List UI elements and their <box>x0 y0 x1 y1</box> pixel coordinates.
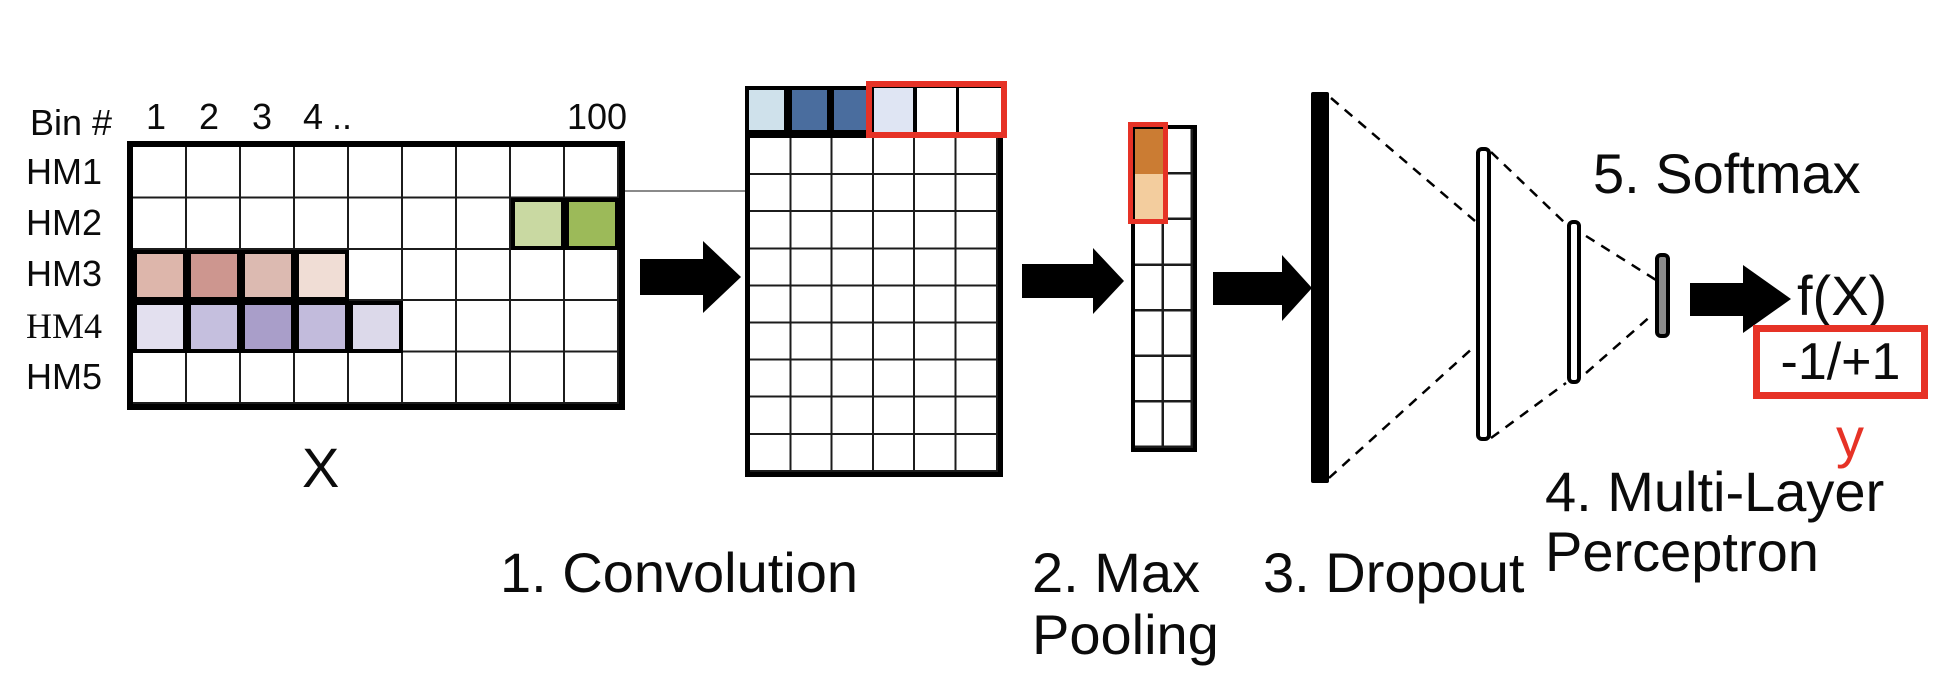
row-label-hm4: HM4 <box>25 306 102 346</box>
input-cell-hm4-2 <box>187 301 241 353</box>
input-cell-hm4-5 <box>349 301 403 353</box>
row-label-hm2: HM2 <box>25 202 102 243</box>
conv-strip-cell-2 <box>788 86 831 134</box>
input-cell-green-1 <box>511 198 565 250</box>
bin-number-4: 4 <box>302 96 324 137</box>
step-label-pooling: Pooling <box>1032 603 1219 666</box>
input-cell-hm3-3 <box>241 250 295 301</box>
step-label-mlp-line2: Perceptron <box>1545 520 1819 583</box>
step-label-dropout: 3. Dropout <box>1263 541 1525 604</box>
arrow-conv-to-pool-head <box>1093 248 1124 314</box>
arrow-pool-to-dropout <box>1213 272 1283 305</box>
bin-number-ellipsis: .. <box>331 96 353 137</box>
arrow-to-output-head <box>1743 265 1791 333</box>
bin-number-2: 2 <box>198 96 220 137</box>
input-cell-hm3-1 <box>133 250 187 301</box>
input-cell-hm4-4 <box>295 301 349 353</box>
input-cell-green-2 <box>565 198 619 250</box>
row-label-hm1: HM1 <box>25 151 102 192</box>
row-label-hm5: HM5 <box>25 356 102 397</box>
arrow-pool-to-dropout-head <box>1282 255 1312 321</box>
window-connector-line <box>625 190 745 192</box>
dashed-line-layer2-top <box>1585 234 1657 282</box>
dropout-layer-bar <box>1311 92 1329 483</box>
bin-number-3: 3 <box>251 96 273 137</box>
arrow-input-to-conv <box>640 259 704 295</box>
output-range-label: -1/+1 <box>1780 333 1901 391</box>
input-cell-hm4-3 <box>241 301 295 353</box>
row-label-hm3: HM3 <box>25 253 102 294</box>
pool-cell-orange <box>1135 129 1164 174</box>
output-range-box: -1/+1 <box>1753 325 1928 399</box>
arrow-to-output <box>1690 283 1744 316</box>
conv-strip-cell-1 <box>745 86 788 134</box>
step-label-max: 2. Max <box>1032 541 1201 604</box>
step-label-mlp-line1: 4. Multi-Layer <box>1545 460 1885 523</box>
arrow-conv-to-pool <box>1022 264 1094 298</box>
input-cell-hm4-1 <box>133 301 187 353</box>
dashed-line-dropout-bottom <box>1328 345 1476 479</box>
arrow-input-to-conv-head <box>703 241 741 313</box>
bin-number-1: 1 <box>145 96 167 137</box>
dashed-line-dropout-top <box>1330 97 1476 222</box>
dashed-line-layer1-top <box>1490 151 1567 225</box>
bin-number-100: 100 <box>566 96 628 137</box>
convolution-feature-map-grid <box>745 133 1003 477</box>
conv-window-red-frame <box>866 81 1007 138</box>
input-matrix-grid <box>127 141 625 410</box>
mlp-output-layer <box>1655 253 1670 338</box>
input-cell-hm3-2 <box>187 250 241 301</box>
input-cell-hm3-4 <box>295 250 349 301</box>
bin-axis-label: Bin # <box>30 102 113 143</box>
fx-label: f(X) <box>1797 264 1888 327</box>
mlp-hidden-layer-2 <box>1567 220 1581 384</box>
y-label: y <box>1836 406 1864 469</box>
step-label-convolution: 1. Convolution <box>500 541 859 604</box>
dashed-line-layer1-bottom <box>1490 381 1567 440</box>
pool-window-red-frame <box>1128 122 1168 224</box>
input-matrix-caption: X <box>302 436 340 499</box>
conv-strip-cell-4 <box>872 86 915 134</box>
pool-cell-peach <box>1135 174 1164 220</box>
dashed-line-layer2-bottom <box>1585 314 1653 374</box>
mlp-hidden-layer-1 <box>1476 147 1491 441</box>
step-label-softmax: 5. Softmax <box>1593 142 1861 205</box>
